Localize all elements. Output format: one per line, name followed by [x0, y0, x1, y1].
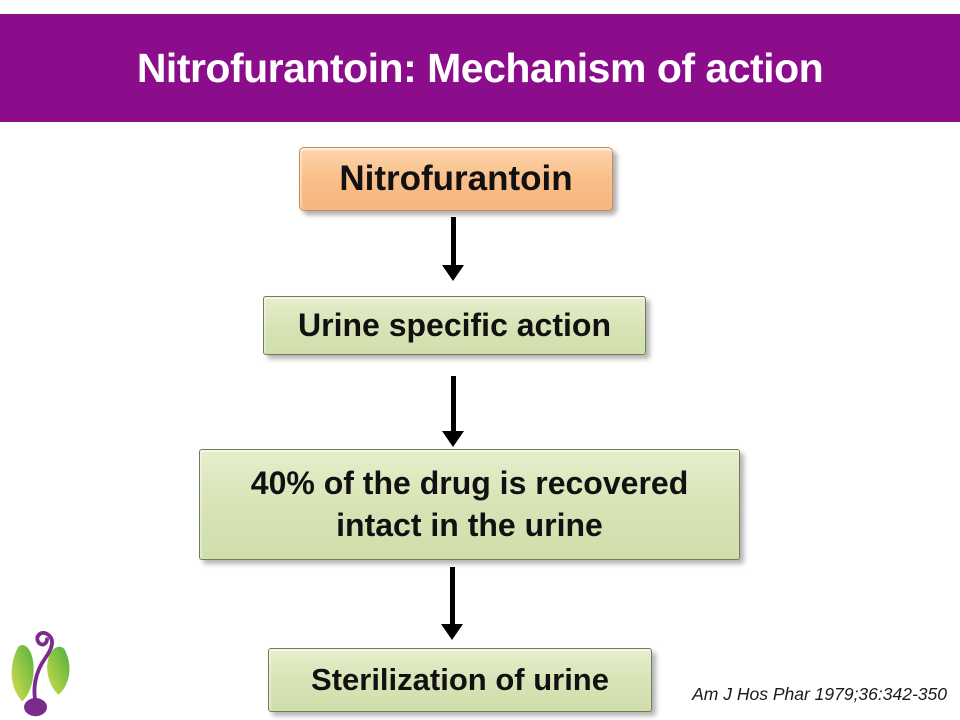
- logo-stem: [32, 630, 54, 709]
- flowchart-node-drug-recovered-intact: 40% of the drug is recovered intact in t…: [199, 449, 740, 560]
- down-arrow-icon: [442, 217, 464, 281]
- flowchart-node-nitrofurantoin: Nitrofurantoin: [299, 147, 613, 211]
- flowchart-node-label: 40% of the drug is recovered intact in t…: [250, 464, 689, 543]
- logo-left-leaf: [11, 645, 34, 702]
- citation-text: Am J Hos Phar 1979;36:342-350: [692, 684, 947, 704]
- down-arrow-icon: [441, 567, 463, 640]
- arrow-shaft: [450, 376, 456, 431]
- arrow-head: [442, 431, 464, 447]
- down-arrow-icon: [442, 376, 464, 447]
- logo-bulb: [24, 698, 47, 717]
- arrow-head: [442, 265, 464, 281]
- arrow-shaft: [449, 567, 455, 624]
- slide-title: Nitrofurantoin: Mechanism of action: [136, 44, 824, 91]
- slide-title-bar: Nitrofurantoin: Mechanism of action: [0, 14, 960, 122]
- flowchart-node-label: Sterilization of urine: [311, 662, 609, 697]
- flowchart-node-sterilization-of-urine: Sterilization of urine: [268, 648, 652, 712]
- flowchart-node-label: Urine specific action: [298, 307, 611, 343]
- flowchart-node-urine-specific-action: Urine specific action: [263, 296, 646, 355]
- arrow-head: [441, 624, 463, 640]
- arrow-shaft: [450, 217, 456, 265]
- flowchart-node-label: Nitrofurantoin: [339, 159, 573, 198]
- plant-sprout-logo-icon: [11, 630, 70, 717]
- logo-right-leaf: [47, 646, 70, 695]
